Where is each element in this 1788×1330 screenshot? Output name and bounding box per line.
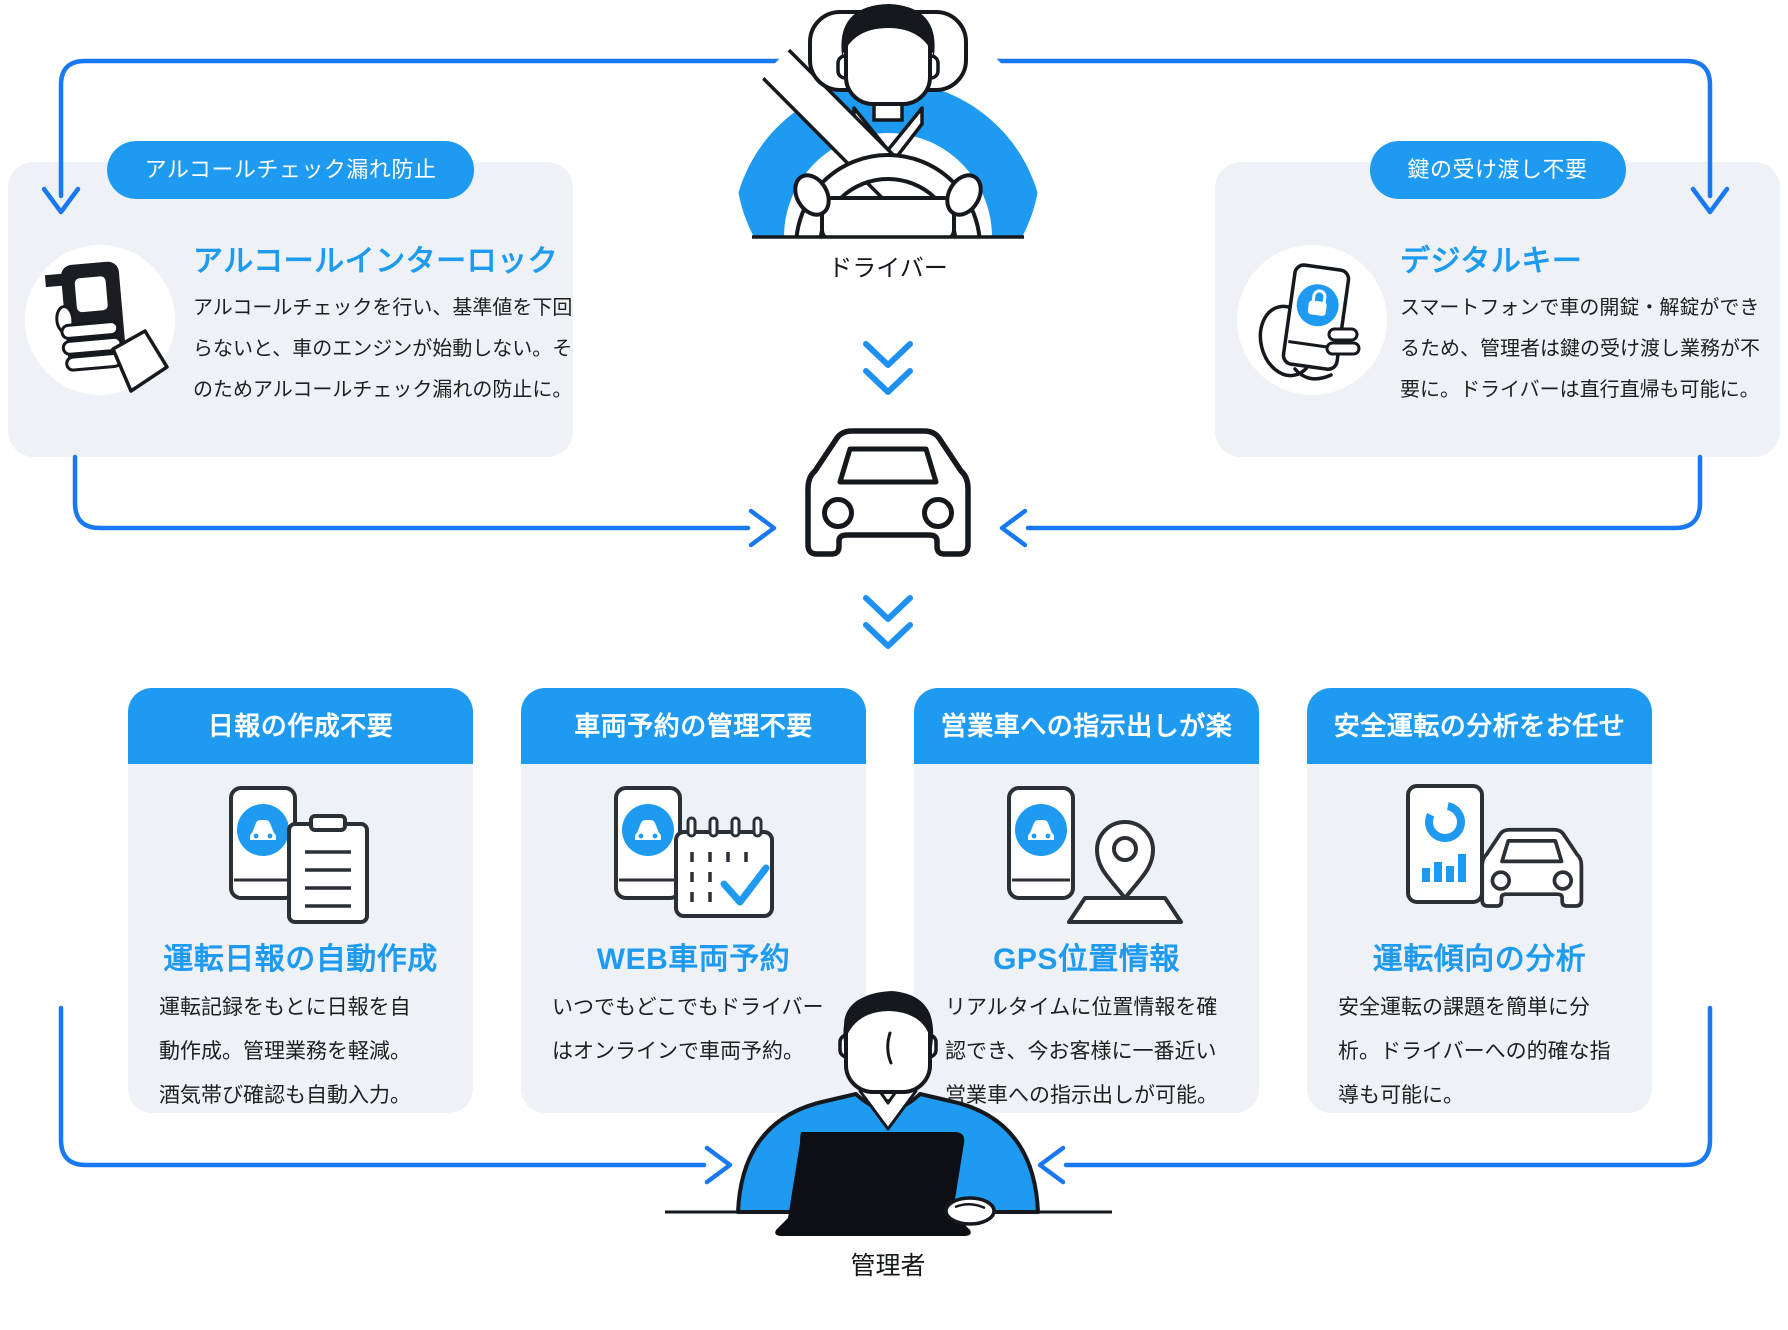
card-digital-key: 鍵の受け渡し不要 デジタルキー スマートフォンで車の開錠・解錠ができ るため、管… bbox=[1215, 141, 1780, 457]
arrow-right-icon bbox=[704, 1145, 733, 1185]
desc-web-reservation: いつでもどこでもドライバー はオンラインで車両予約。 bbox=[552, 996, 824, 1063]
badge-no-key-handover: 鍵の受け渡し不要 bbox=[1369, 141, 1626, 199]
smartphone-key-icon bbox=[1258, 263, 1361, 381]
manager-label: 管理者 bbox=[850, 1252, 926, 1280]
header-no-reservation-management: 車両予約の管理不要 bbox=[521, 688, 866, 764]
arrow-left-icon bbox=[1037, 1145, 1066, 1185]
chevron-down-icon bbox=[863, 595, 913, 622]
chevron-down-icon bbox=[863, 622, 913, 649]
web-reservation-icon bbox=[613, 786, 774, 918]
card-gps-location: 営業車への指示出しが楽 GPS位置情報 リアルタイムに位置情報を確 認でき、今お… bbox=[914, 688, 1259, 1113]
arrow-left-icon bbox=[999, 508, 1028, 548]
driver-label: ドライバー bbox=[828, 255, 948, 282]
arrow-right-icon bbox=[748, 508, 777, 548]
title-driving-trend: 運転傾向の分析 bbox=[1372, 943, 1587, 976]
desc-driving-trend: 安全運転の課題を簡単に分 析。ドライバーへの的確な指 導も可能に。 bbox=[1338, 996, 1611, 1107]
connector-right-card-to-car bbox=[1025, 454, 1703, 531]
card-title-alcohol-interlock: アルコールインターロック bbox=[193, 245, 559, 278]
desc-gps-info: リアルタイムに位置情報を確 認でき、今お客様に一番近い 営業車への指示出しが可能… bbox=[945, 996, 1218, 1107]
daily-report-icon bbox=[228, 786, 369, 924]
header-safety-analysis: 安全運転の分析をお任せ bbox=[1307, 688, 1652, 764]
card-desc-alcohol-interlock: アルコールチェックを行い、基準値を下回 らないと、車のエンジンが始動しない。そ … bbox=[193, 297, 573, 401]
gps-location-icon bbox=[1006, 786, 1183, 924]
chevron-down-icon bbox=[863, 341, 913, 368]
header-easy-dispatch: 営業車への指示出しが楽 bbox=[914, 688, 1259, 764]
card-web-reservation: 車両予約の管理不要 WEB車両予約 いつでもどこでもドライバー はオンラインで車… bbox=[521, 688, 866, 1113]
card-title-digital-key: デジタルキー bbox=[1400, 245, 1583, 278]
card-alcohol-interlock: アルコールチェック漏れ防止 アルコールインターロック アルコールチェックを行い、… bbox=[8, 141, 573, 457]
connector-left-card-to-car bbox=[72, 454, 751, 531]
title-auto-report: 運転日報の自動作成 bbox=[163, 943, 438, 976]
title-web-reservation: WEB車両予約 bbox=[596, 943, 791, 976]
badge-alcohol-check: アルコールチェック漏れ防止 bbox=[106, 141, 475, 199]
breathalyzer-icon-circle bbox=[25, 245, 175, 395]
driving-analysis-icon bbox=[1405, 784, 1583, 908]
chevron-down-icon bbox=[863, 368, 913, 395]
desc-auto-report: 運転記録をもとに日報を自 動作成。管理業務を軽減。 酒気帯び確認も自動入力。 bbox=[159, 996, 411, 1107]
title-gps-info: GPS位置情報 bbox=[993, 943, 1180, 976]
card-desc-digital-key: スマートフォンで車の開錠・解錠ができ るため、管理者は鍵の受け渡し業務が不 要に… bbox=[1400, 297, 1760, 401]
smartphone-key-icon-circle bbox=[1237, 245, 1387, 395]
breathalyzer-icon bbox=[44, 261, 169, 393]
card-driving-analysis: 安全運転の分析をお任せ 運転傾向の分析 安全運転の課題を簡単に分 析。ドライバー… bbox=[1307, 688, 1652, 1113]
card-daily-report: 日報の作成不要 運転日報の自動作成 運転記録をもとに日報を自 動作成。管理業務を… bbox=[128, 688, 473, 1113]
header-no-daily-report: 日報の作成不要 bbox=[128, 688, 473, 764]
car-icon bbox=[805, 428, 971, 557]
